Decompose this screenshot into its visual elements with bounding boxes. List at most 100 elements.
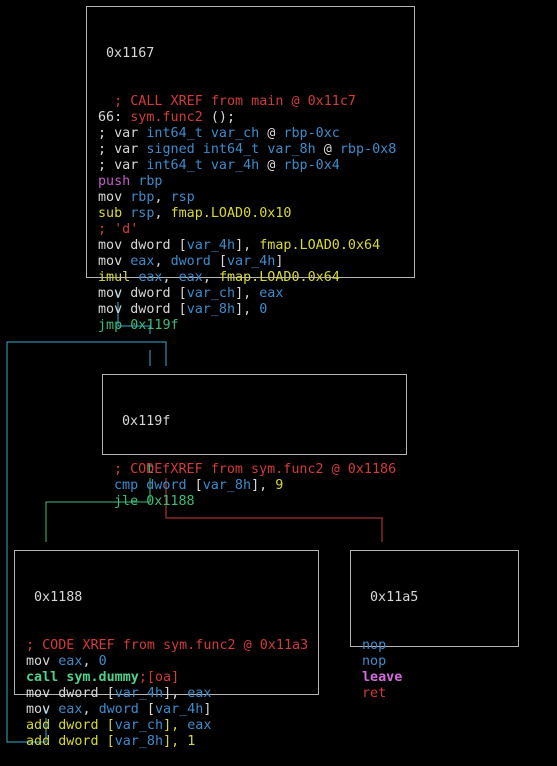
asm-line[interactable]: mov eax, dword [var_4h] [26,702,318,718]
edge-loop-back [6,341,167,743]
asm-token: var_8h [114,734,164,749]
asm-line[interactable]: leave [362,670,518,686]
asm-token: , [154,254,171,269]
asm-token: ret [362,686,387,701]
asm-token: eax [58,654,83,669]
asm-token: rbp-0x4 [283,158,340,173]
asm-token: ; var [98,158,147,173]
asm-token: @ [259,126,284,141]
asm-token: ; var [98,142,147,157]
asm-token: ; CALL XREF from main @ 0x11c7 [114,94,356,109]
asm-token: , [154,206,171,221]
asm-line[interactable]: mov dword [var_ch], eax [98,286,414,302]
asm-line[interactable]: sub rsp, fmap.LOAD0.0x10 [98,206,414,222]
block-0x119f[interactable]: 0x119f ; CODE XREF from sym.func2 @ 0x11… [102,374,407,509]
asm-line[interactable]: ; var int64_t var_ch @ rbp-0xc [98,126,414,142]
asm-token: mov [98,190,123,205]
asm-token: 0 [259,302,268,317]
asm-token: mov dword [ [26,686,115,701]
asm-token: nop [362,638,387,653]
asm-token: cmp [114,478,139,493]
asm-token: var_4h [227,254,276,269]
asm-token: var_4h [155,702,204,717]
asm-line[interactable]: mov dword [var_8h], 0 [98,302,414,318]
asm-token: 1 [187,734,196,749]
asm-token: var_4h [114,686,164,701]
asm-line[interactable]: ret [362,686,518,702]
asm-token: mov dword [ [98,238,187,253]
block-address: 0x1167 [106,46,155,61]
asm-token: ], [251,478,276,493]
asm-token: add dword [ [26,734,115,749]
edge-false-label: f [162,462,171,477]
asm-token: ], [235,302,260,317]
asm-token: sub [98,206,123,221]
asm-line[interactable]: mov rbp, rsp [98,190,414,206]
asm-line[interactable]: mov dword [var_4h], fmap.LOAD0.0x64 [98,238,414,254]
block-0x1188[interactable]: 0x1188 ; CODE XREF from sym.func2 @ 0x11… [14,550,319,749]
asm-token: [ [210,254,227,269]
asm-line[interactable]: add dword [var_ch], eax [26,718,318,734]
asm-line[interactable]: push rbp [98,174,414,190]
asm-line[interactable]: call sym.dummy;[oa] [26,670,318,686]
asm-token [98,94,114,109]
asm-token: dword [170,254,211,269]
asm-line[interactable]: ; CODE XREF from sym.func2 @ 0x1186 [114,462,406,478]
asm-token: ], [163,734,188,749]
asm-line[interactable]: add dword [var_8h], 1 [26,734,318,750]
asm-token: mov [98,254,131,269]
asm-line[interactable]: nop [362,638,518,654]
asm-token: ; var [98,126,147,141]
asm-token: ] [275,254,284,269]
asm-token: (); [202,110,236,125]
asm-token: fmap.LOAD0.0x10 [170,206,292,221]
asm-token: 0 [98,654,107,669]
asm-token: ;[oa] [138,670,180,685]
graph-edges [6,302,383,743]
asm-token: 66: [98,110,131,125]
asm-token: eax [138,270,163,285]
asm-line[interactable]: cmp dword [var_8h], 9 [114,478,406,494]
asm-line[interactable]: imul eax, eax, fmap.LOAD0.0x64 [98,270,414,286]
asm-line[interactable]: mov eax, dword [var_4h] [98,254,414,270]
asm-line[interactable]: mov eax, 0 [26,654,318,670]
asm-token: int64_t [146,126,203,141]
asm-line[interactable]: ; CALL XREF from main @ 0x11c7 [98,94,414,110]
asm-token: ], [163,718,188,733]
asm-token: ; CODE XREF from sym.func2 @ 0x11a3 [26,638,309,653]
asm-line[interactable]: ; var int64_t var_4h @ rbp-0x4 [98,158,414,174]
asm-token: var_8h [202,478,252,493]
asm-token: signed int64_t [146,142,260,157]
asm-token: ], [235,238,260,253]
block-address: 0x119f [122,414,171,429]
asm-token: int64_t [146,158,203,173]
asm-token: jmp 0x119f [98,318,179,333]
asm-token: jle 0x1188 [114,494,195,509]
asm-line[interactable]: 66: sym.func2 (); [98,110,414,126]
asm-token: dword [146,478,187,493]
asm-token: , [202,270,219,285]
asm-line[interactable]: mov dword [var_4h], eax [26,686,318,702]
asm-line[interactable]: jle 0x1188 [114,494,406,510]
asm-token: rbp [130,190,155,205]
asm-token: push [98,174,131,189]
asm-token: var_ch [186,286,236,301]
asm-token: nop [362,654,387,669]
asm-token: fmap.LOAD0.0x64 [259,238,381,253]
asm-token: mov dword [ [98,286,187,301]
block-address: 0x1188 [34,590,83,605]
asm-line[interactable]: ; CODE XREF from sym.func2 @ 0x11a3 [26,638,318,654]
asm-token: mov dword [ [98,302,187,317]
asm-line[interactable]: ; var signed int64_t var_8h @ rbp-0x8 [98,142,414,158]
asm-token: 9 [275,478,284,493]
asm-line[interactable]: nop [362,654,518,670]
asm-token: rbp-0xc [283,126,340,141]
asm-token: , [154,190,171,205]
asm-line[interactable]: ; 'd' [98,222,414,238]
asm-line[interactable]: jmp 0x119f [98,318,414,334]
asm-token: eax [259,286,284,301]
